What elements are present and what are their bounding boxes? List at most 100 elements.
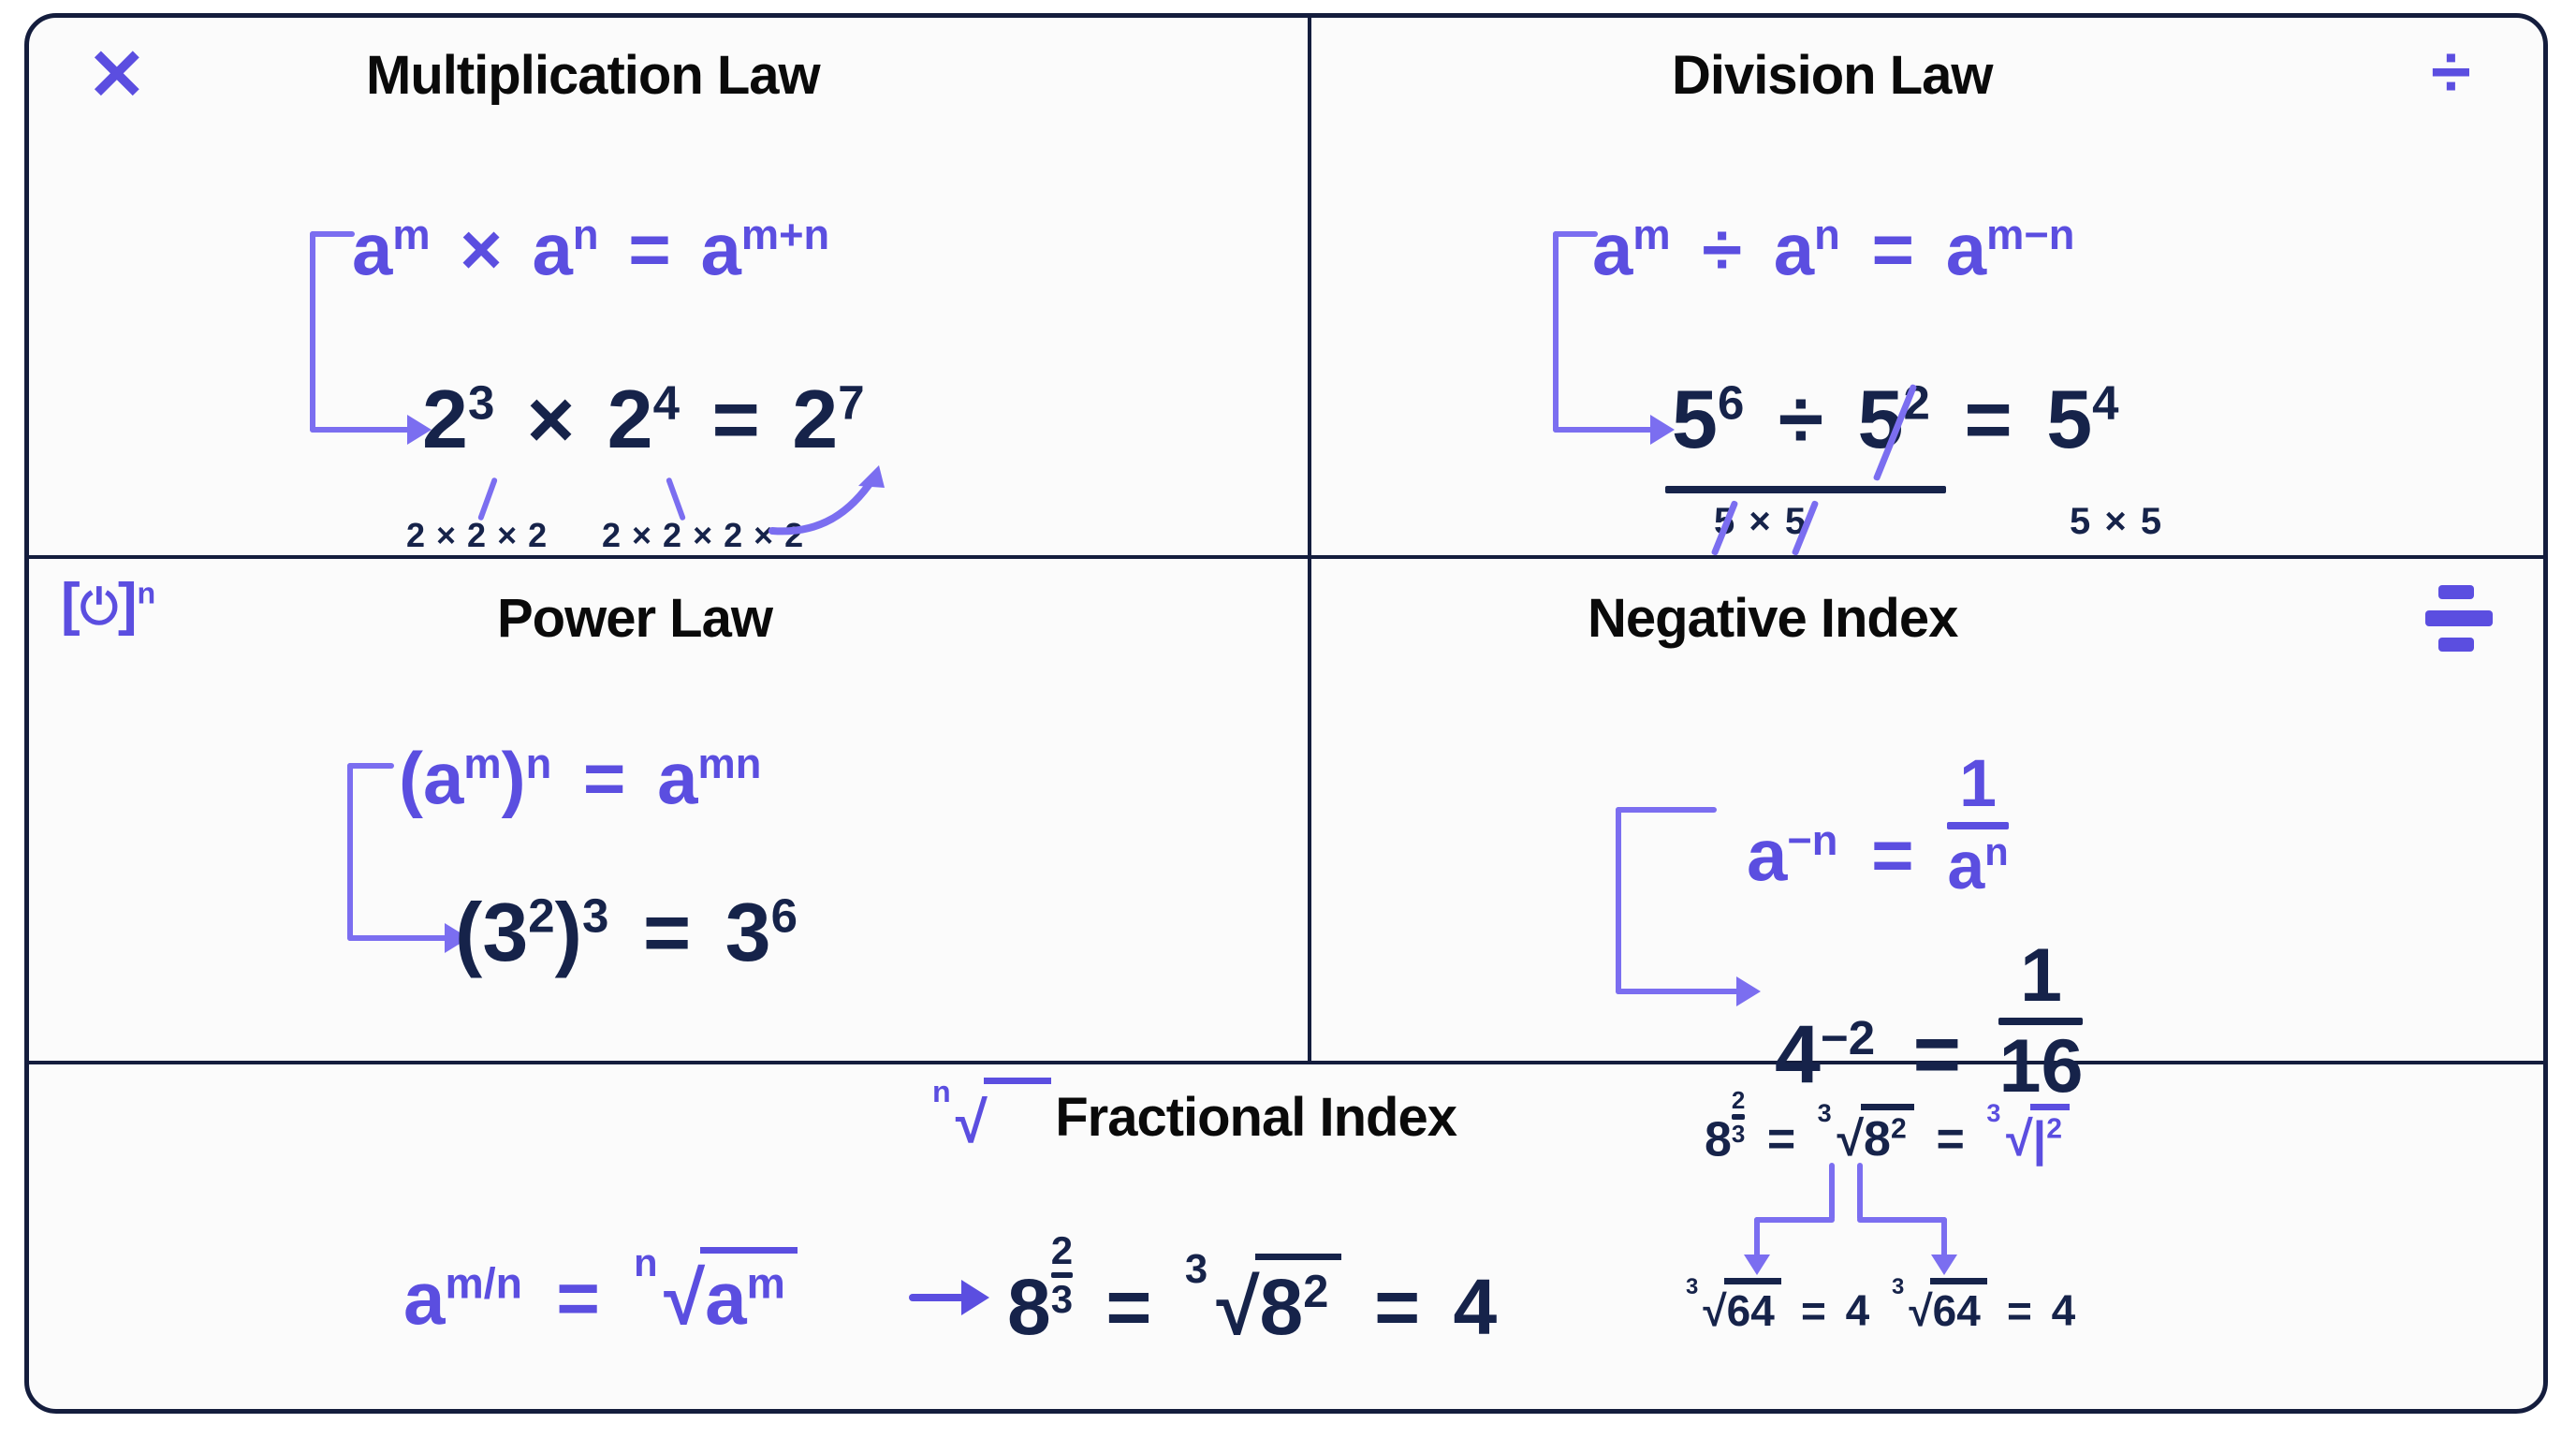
panel-negative-index: Negative Index a−n = 1 an 4−2 = 1 16 bbox=[1311, 559, 2543, 1104]
anno-equals-2: = bbox=[1936, 1112, 1965, 1167]
example-numerator: 1 bbox=[2019, 933, 2062, 1018]
result-left-degree: 3 bbox=[1686, 1273, 1699, 1299]
nth-root-icon: n√ bbox=[932, 1075, 1051, 1156]
result-left-radicand: 64 bbox=[1723, 1278, 1782, 1332]
example-result-base: 5 bbox=[2046, 373, 2093, 465]
anno-radical-1: 3√82 bbox=[1818, 1101, 1915, 1167]
negative-example-formula: 4−2 = 1 16 bbox=[1775, 933, 2084, 1108]
power-symbol-icon: ⏻ bbox=[80, 580, 118, 634]
multiplication-expansion-left: 2 × 2 × 2 bbox=[406, 516, 549, 554]
rule-equals: = bbox=[1871, 208, 1915, 290]
rule-outer-exp: n bbox=[525, 740, 552, 787]
fractional-title-row: n√ Fractional Index bbox=[932, 1075, 1457, 1156]
example-equals-2: = bbox=[1374, 1263, 1421, 1352]
anno-exp-den: 3 bbox=[1731, 1120, 1746, 1148]
example-exp-bar bbox=[1050, 1272, 1074, 1278]
example-result-exp: 4 bbox=[2092, 375, 2119, 430]
panel-fractional-index: n√ Fractional Index am/n = n√am 8 2 3 = bbox=[29, 1064, 2543, 1409]
rule-result-base: a bbox=[1945, 208, 1987, 290]
anno-radical-sign-1: √ bbox=[1837, 1112, 1865, 1167]
example-paren-close: ) bbox=[554, 886, 582, 978]
rule-fraction-bar bbox=[1947, 821, 2009, 829]
rule-base-1: a bbox=[352, 208, 393, 290]
result-right-radicand: 64 bbox=[1929, 1278, 1988, 1332]
example-result-exp: 6 bbox=[770, 888, 798, 943]
example-equals: = bbox=[1964, 373, 2012, 465]
division-example-formula: 56 ÷ 52 = 54 bbox=[1672, 378, 2119, 461]
multiplication-expansion-right: 2 × 2 × 2 × 2 bbox=[602, 516, 805, 554]
panel-power-law: [⏻]n Power Law (am)n = amn (32)3 = 36 36… bbox=[29, 559, 1311, 1064]
result-right-equals: = bbox=[2006, 1285, 2032, 1335]
rule-equals: = bbox=[1871, 814, 1914, 897]
example-exp-den: 3 bbox=[1050, 1277, 1074, 1321]
example-result-base: 2 bbox=[792, 373, 839, 465]
anno-exponent-fraction: 2 3 bbox=[1731, 1086, 1746, 1148]
example-inner-base: 3 bbox=[482, 886, 529, 978]
tick-mark-right bbox=[665, 477, 687, 521]
branch-stem-left bbox=[1829, 1163, 1835, 1221]
anno-exp-num: 2 bbox=[1731, 1086, 1746, 1114]
rule-base: a bbox=[1747, 814, 1788, 897]
anno-radicand-exp-1: 2 bbox=[1890, 1113, 1907, 1145]
rule-operator: ÷ bbox=[1702, 208, 1743, 290]
example-fraction: 1 16 bbox=[1998, 933, 2084, 1108]
bracket-open: [ bbox=[61, 572, 80, 637]
rule-radicand-exp: m bbox=[746, 1258, 785, 1308]
exponent-laws-poster: ✕ Multiplication Law am × an = am+n 23 ×… bbox=[24, 13, 2548, 1414]
result-left-sign: √ bbox=[1703, 1285, 1727, 1335]
rule-operator: × bbox=[460, 208, 503, 290]
divide-icon: ÷ bbox=[2431, 30, 2471, 112]
panel-title-division: Division Law bbox=[1672, 45, 1994, 106]
panel-multiplication-law: ✕ Multiplication Law am × an = am+n 23 ×… bbox=[29, 18, 1311, 559]
example-exp-1: 3 bbox=[467, 375, 495, 430]
result-left-equals: = bbox=[1800, 1285, 1826, 1335]
anno-radicand-base-1: 8 bbox=[1864, 1112, 1891, 1167]
result-left-value: 4 bbox=[1845, 1285, 1870, 1335]
power-rule-formula: (am)n = amn bbox=[399, 741, 761, 814]
rule-result-base: a bbox=[657, 737, 698, 819]
rule-exp: m/n bbox=[445, 1258, 522, 1308]
example-outer-exp: 3 bbox=[581, 888, 609, 943]
multiplication-curved-arrow bbox=[768, 465, 885, 536]
example-paren-open: ( bbox=[455, 886, 483, 978]
example-operator: ÷ bbox=[1778, 373, 1824, 465]
anno-radicand-1: 82 bbox=[1860, 1104, 1915, 1167]
rule-radicand-base: a bbox=[705, 1256, 747, 1340]
rule-paren-close: ) bbox=[501, 737, 526, 819]
divide-bars-icon bbox=[2425, 585, 2506, 653]
example-exp-num: 2 bbox=[1050, 1228, 1074, 1272]
example-radicand-base: 8 bbox=[1259, 1263, 1304, 1352]
bracket-close: ] bbox=[117, 572, 138, 637]
example-answer: 4 bbox=[1453, 1263, 1498, 1352]
panel-title-power: Power Law bbox=[497, 588, 773, 649]
rule-root-degree: n bbox=[634, 1240, 658, 1284]
panel-title-fractional: Fractional Index bbox=[1055, 1086, 1457, 1148]
example-denominator: 16 bbox=[1998, 1023, 2084, 1108]
rule-exp-2: n bbox=[1814, 211, 1840, 258]
example-equals-1: = bbox=[1105, 1263, 1152, 1352]
fractional-result-right: 3√64 = 4 bbox=[1892, 1273, 2076, 1335]
rule-base-2: a bbox=[1773, 208, 1815, 290]
result-right-value: 4 bbox=[2051, 1285, 2076, 1335]
tick-mark-left bbox=[476, 477, 499, 521]
example-radicand-exp: 2 bbox=[1303, 1267, 1329, 1318]
anno-root-degree-2: 3 bbox=[1986, 1099, 2001, 1128]
anno-base: 8 bbox=[1705, 1112, 1732, 1167]
fractional-annotation-line: 8 2 3 = 3√82 = 3√|2 bbox=[1705, 1086, 2071, 1167]
example-exp: −2 bbox=[1820, 1010, 1876, 1064]
division-rule-formula: am ÷ an = am−n bbox=[1592, 213, 2074, 286]
multiplication-rule-formula: am × an = am+n bbox=[352, 213, 829, 286]
panel-division-law: ÷ Division Law am ÷ an = am−n 56 ÷ 52 = … bbox=[1311, 18, 2543, 559]
result-right-radical: 3√64 bbox=[1892, 1273, 1988, 1332]
rule-base: a bbox=[403, 1256, 446, 1340]
result-right-degree: 3 bbox=[1892, 1273, 1905, 1299]
rule-exp: −n bbox=[1787, 816, 1838, 865]
result-left-radical: 3√64 bbox=[1686, 1273, 1782, 1335]
rule-equals: = bbox=[582, 737, 626, 819]
example-fraction-bar bbox=[1998, 1017, 2084, 1025]
example-exponent-fraction: 2 3 bbox=[1050, 1228, 1074, 1321]
multiplication-example-formula: 23 × 24 = 27 bbox=[422, 378, 865, 461]
example-radical: 3√82 bbox=[1185, 1249, 1341, 1346]
power-bracket-icon: [⏻]n bbox=[61, 576, 155, 634]
example-base: 8 bbox=[1007, 1263, 1051, 1352]
